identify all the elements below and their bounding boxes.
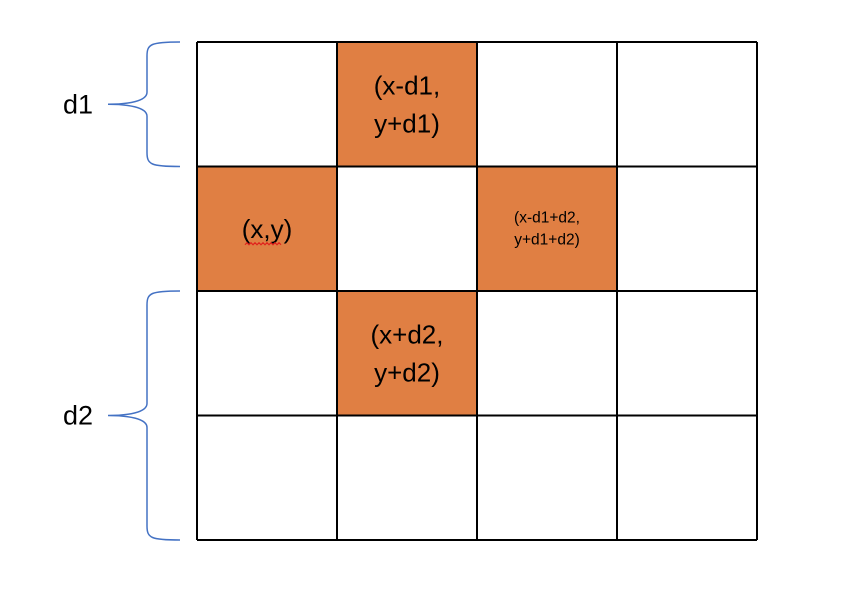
grid-cell xyxy=(337,415,477,540)
grid-cells xyxy=(197,42,757,540)
grid-cell xyxy=(617,42,757,167)
grid-cell xyxy=(197,291,337,416)
grid-cell xyxy=(617,166,757,291)
cell-coordinate-label: y+d2) xyxy=(374,357,440,387)
highlighted-cell xyxy=(197,166,337,291)
curly-brace xyxy=(107,290,181,541)
grid-cell xyxy=(617,291,757,416)
cell-coordinate-label: (x-d1+d2, xyxy=(514,209,580,226)
highlighted-cell xyxy=(337,42,477,167)
grid-cell xyxy=(477,291,617,416)
cell-coordinate-label: (x-d1, xyxy=(374,70,440,100)
highlighted-cell xyxy=(477,166,617,291)
brace-label: d2 xyxy=(63,401,93,431)
brace-label: d1 xyxy=(63,89,93,119)
grid-cell xyxy=(477,415,617,540)
brace-annotations: d1 d2 xyxy=(63,41,181,541)
cell-coordinate-label: y+d1) xyxy=(374,108,440,138)
cell-coordinate-label: (x+d2, xyxy=(371,319,444,349)
grid-cell xyxy=(477,42,617,167)
cell-coordinate-label: (x,y) xyxy=(242,214,293,244)
highlighted-cell xyxy=(337,291,477,416)
grid-cell xyxy=(337,166,477,291)
grid-cell xyxy=(617,415,757,540)
grid-lines xyxy=(196,41,758,541)
curly-brace xyxy=(107,41,181,168)
grid-cell xyxy=(197,415,337,540)
cell-coordinate-label: y+d1+d2) xyxy=(514,231,580,248)
spellcheck-underline xyxy=(244,241,282,246)
grid-cell xyxy=(197,42,337,167)
cell-labels: (x-d1, y+d1) (x,y) (x-d1+d2, y+d1+d2) (x+d2, y… xyxy=(242,70,580,387)
